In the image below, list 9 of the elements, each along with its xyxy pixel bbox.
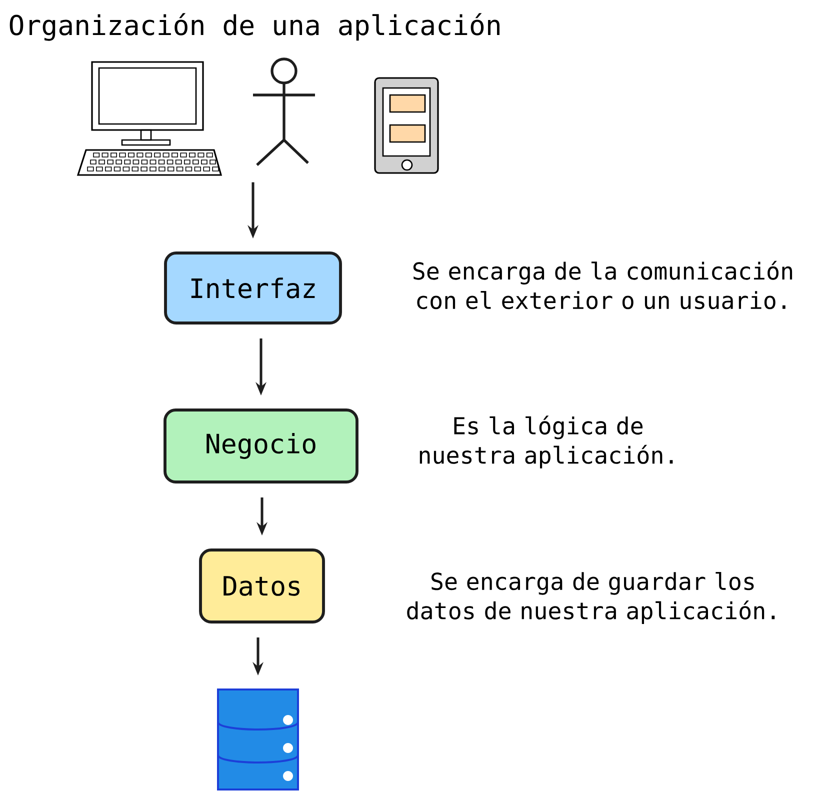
process-box: Datos xyxy=(199,548,325,624)
title: Organización de una aplicación xyxy=(10,13,500,41)
process-box: Negocio xyxy=(164,408,358,484)
database-icon xyxy=(217,688,299,790)
person-figure xyxy=(253,58,315,166)
description-text: Es la lógica de nuestra aplicación. xyxy=(420,416,673,468)
description-text: Se encarga de la comunicación con el exterior o un usuario. xyxy=(413,260,792,310)
process-box: Interfaz xyxy=(164,252,342,324)
description-text: Se encarga de guardar los datos de nuestra aplicación. xyxy=(407,572,775,624)
